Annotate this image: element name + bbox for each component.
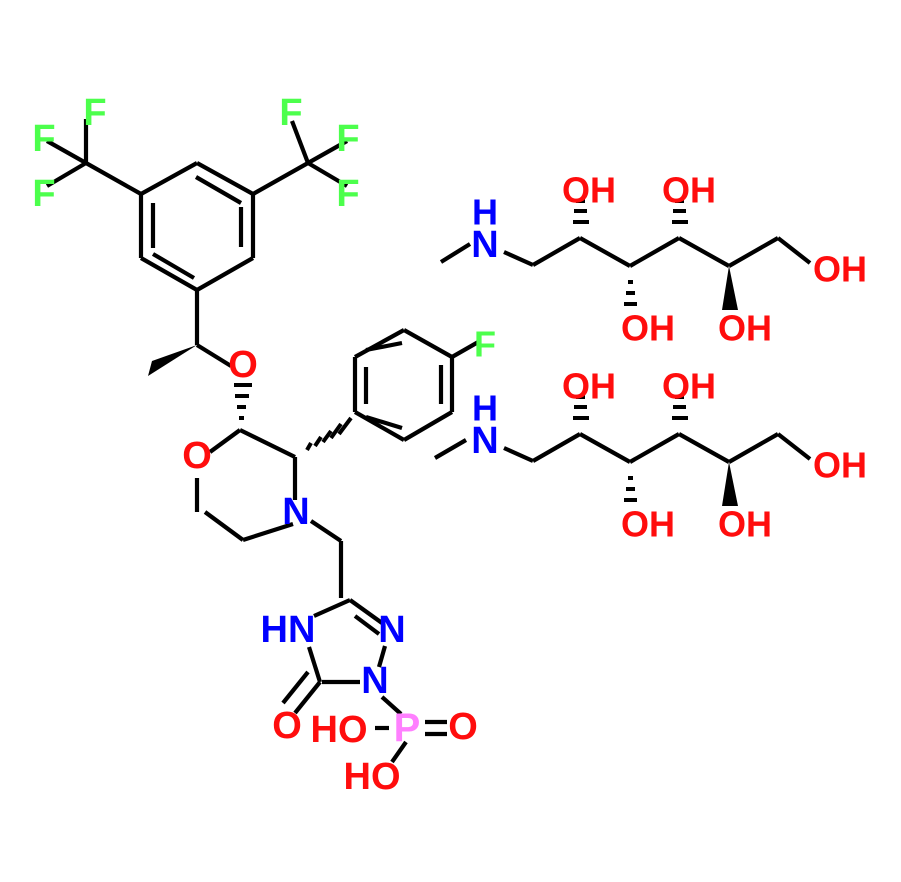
ether-oxygen-atom: O — [228, 344, 258, 386]
aryl-fluorine-atom: F — [474, 324, 496, 365]
meglumine2-oh4-hashed-wedge — [672, 395, 688, 420]
bis-trifluoromethylphenyl-group: F F F F F F — [32, 92, 360, 292]
fluorine-atom-f3: F — [32, 173, 55, 215]
meglumine1-hydrogen-atom: H — [472, 192, 498, 233]
triazole-n1-atom: N — [361, 660, 388, 702]
meglumine1-oh4-hashed-wedge — [672, 199, 688, 224]
meglumine1-oh5-solid-wedge — [722, 266, 738, 310]
fluorine-atom-f5: F — [336, 118, 359, 160]
methyl-wedge-bond — [148, 345, 197, 376]
meglumine1-hydroxyl-3: OH — [621, 308, 675, 349]
triazolinone-keto-oxygen: O — [272, 705, 302, 747]
meglumine-upper: H N OH OH OH OH — [439, 170, 867, 349]
fluorine-atom-f4: F — [279, 92, 302, 134]
meglumine1-hydroxyl-1: OH — [562, 170, 616, 211]
triazole-n2-atom: N — [378, 609, 405, 651]
meglumine2-oh3-hashed-wedge — [624, 476, 637, 502]
fluorophenyl-hashed-wedge — [305, 416, 353, 451]
fluorine-atom-f1: F — [83, 92, 106, 134]
meglumine2-hydroxyl-3: OH — [621, 504, 675, 545]
phosphate-hydroxyl-left: HO — [311, 709, 368, 751]
phosphate-hydroxyl-bottom: HO — [344, 756, 401, 798]
phosphorus-atom: P — [394, 706, 421, 750]
meglumine1-oh3-hashed-wedge — [624, 280, 637, 306]
meglumine2-hydroxyl-1: OH — [562, 366, 616, 407]
phosphate-double-bond-oxygen: O — [448, 706, 478, 748]
meglumine2-nitrogen-atom: N — [471, 420, 498, 462]
meglumine1-nitrogen-atom: N — [471, 224, 498, 266]
morpholine-ring: O N — [182, 428, 310, 543]
benzene-ring-cf3 — [138, 161, 256, 292]
meglumine2-oh5-solid-wedge — [722, 462, 738, 506]
fluorophenyl-group: F — [305, 324, 496, 451]
fluorine-atom-f2: F — [32, 118, 55, 160]
ether-hashed-wedge — [234, 383, 252, 420]
meglumine-lower: H N OH OH OH OH OH — [433, 366, 867, 545]
meglumine1-hydroxyl-4: OH — [718, 308, 772, 349]
meglumine2-hydroxyl-2: OH — [662, 366, 716, 407]
meglumine2-oh2-hashed-wedge — [573, 395, 589, 420]
meglumine2-hydroxyl-terminal: OH — [813, 445, 867, 486]
fluorine-atom-f6: F — [336, 173, 359, 215]
morpholine-nitrogen-atom: N — [282, 491, 309, 533]
trifluoromethyl-right: F F F — [251, 92, 360, 215]
trifluoromethyl-left: F F F — [32, 92, 143, 215]
meglumine1-hydroxyl-2: OH — [662, 170, 716, 211]
chiral-ethyl-ether-linker: O — [148, 290, 258, 420]
meglumine2-hydroxyl-4: OH — [718, 504, 772, 545]
meglumine2-hydrogen-atom: H — [472, 388, 498, 429]
n-methylene-linker — [309, 519, 344, 598]
triazolinone-ring: HN N N O — [261, 598, 406, 747]
morpholine-oxygen-atom: O — [182, 435, 212, 477]
phosphonic-acid-group: P HO O HO — [311, 695, 478, 798]
triazole-nh-atom: HN — [261, 609, 316, 651]
meglumine1-hydroxyl-terminal: OH — [813, 249, 867, 290]
meglumine1-oh2-hashed-wedge — [573, 199, 589, 224]
